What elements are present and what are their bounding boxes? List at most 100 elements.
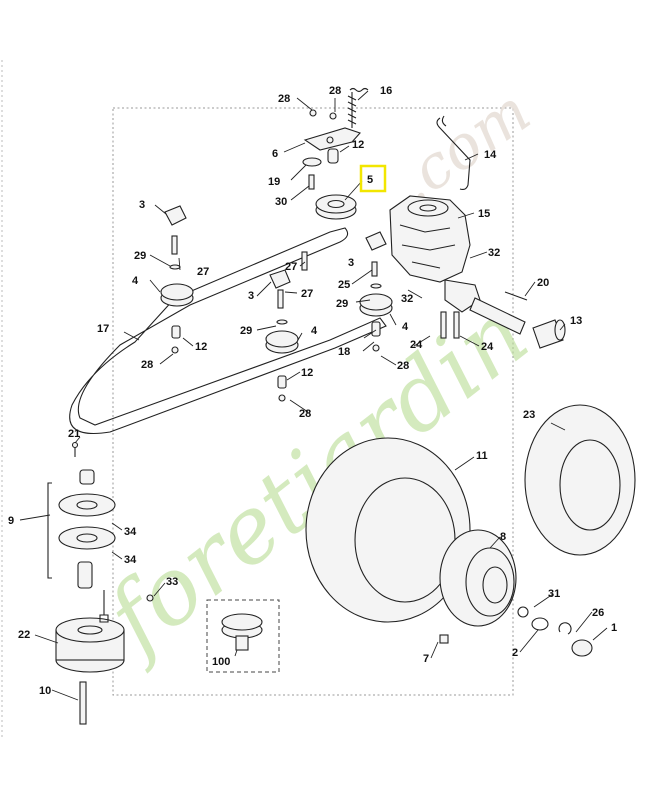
callout-33[interactable]: 33	[166, 576, 178, 588]
washer-part	[531, 617, 549, 631]
bolt-part	[171, 235, 178, 255]
callout-8[interactable]: 8	[500, 531, 506, 543]
bushing-part	[79, 469, 95, 485]
assembly-frame	[112, 107, 514, 696]
callout-20[interactable]: 20	[537, 277, 549, 289]
callout-30[interactable]: 30	[275, 196, 287, 208]
control-lever-tip	[441, 115, 447, 127]
axle-housing	[444, 279, 481, 313]
callout-32b[interactable]: 32	[401, 293, 413, 305]
callout-32a[interactable]: 32	[488, 247, 500, 259]
nut-part	[171, 346, 179, 354]
nut-part	[309, 109, 317, 117]
callout-25[interactable]: 25	[338, 279, 350, 291]
callout-27c[interactable]: 27	[301, 288, 313, 300]
drive-belts	[69, 227, 387, 434]
bolt-part	[301, 251, 308, 271]
callout-19[interactable]: 19	[268, 176, 280, 188]
spacer-part	[277, 375, 287, 389]
callout-15[interactable]: 15	[478, 208, 490, 220]
callout-24a[interactable]: 24	[410, 339, 423, 351]
callout-3b[interactable]: 3	[348, 257, 354, 269]
callout-27b[interactable]: 27	[285, 261, 297, 273]
rim-8	[439, 529, 517, 627]
callout-34b[interactable]: 34	[124, 554, 137, 566]
washer-part	[302, 157, 322, 167]
option-frame	[206, 599, 280, 673]
callout-27a[interactable]: 27	[197, 266, 209, 278]
spring-part	[347, 87, 369, 128]
callout-34a[interactable]: 34	[124, 526, 137, 538]
clip-part	[146, 594, 154, 602]
callout-5[interactable]: 5	[367, 174, 373, 186]
left-pulley-group	[160, 205, 194, 354]
watermark-suffix: .com	[383, 76, 543, 217]
callout-28d[interactable]: 28	[141, 359, 153, 371]
idler-pulley-hub	[327, 199, 345, 209]
callout-6[interactable]: 6	[272, 148, 278, 160]
pulley-part-top	[221, 613, 263, 631]
nut-part	[329, 112, 337, 120]
transmission-ribs	[399, 224, 456, 269]
callout-28e[interactable]: 28	[299, 408, 311, 420]
axle-shaft	[469, 297, 526, 335]
callout-3a[interactable]: 3	[139, 199, 145, 211]
idler-pulley-top	[315, 194, 357, 214]
callout-12b[interactable]: 12	[195, 341, 207, 353]
callout-11[interactable]: 11	[476, 450, 488, 462]
callout-26[interactable]: 26	[592, 607, 604, 619]
callout-2[interactable]: 2	[512, 647, 518, 659]
callout-22[interactable]: 22	[18, 629, 30, 641]
callout-4c[interactable]: 4	[402, 321, 409, 333]
tire-11	[305, 437, 471, 623]
callout-23[interactable]: 23	[523, 409, 535, 421]
callout-28a[interactable]: 28	[278, 93, 290, 105]
callout-12c[interactable]: 12	[301, 367, 313, 379]
bolt-part	[308, 174, 315, 190]
callout-31[interactable]: 31	[548, 588, 560, 600]
callout-3c[interactable]: 3	[248, 290, 254, 302]
callout-29b[interactable]: 29	[336, 298, 348, 310]
callout-16[interactable]: 16	[380, 85, 392, 97]
callout-24b[interactable]: 24	[481, 341, 494, 353]
callout-100[interactable]: 100	[212, 656, 230, 668]
middle-pulley-group	[265, 269, 299, 402]
pulley-part-top	[265, 330, 299, 348]
callout-18[interactable]: 18	[338, 346, 350, 358]
callout-10[interactable]: 10	[39, 685, 51, 697]
washer-part	[169, 264, 181, 270]
callout-1[interactable]: 1	[611, 622, 617, 634]
callout-4b[interactable]: 4	[311, 325, 318, 337]
callout-21[interactable]: 21	[68, 428, 80, 440]
pin-part	[504, 291, 528, 301]
callout-14[interactable]: 14	[484, 149, 497, 161]
callout-28b[interactable]: 28	[329, 85, 341, 97]
callout-28c[interactable]: 28	[397, 360, 409, 372]
pulley-part-top	[160, 283, 194, 301]
bolt-part	[79, 681, 87, 725]
highlight-box	[359, 164, 387, 193]
bolt-part	[371, 261, 378, 277]
group-bracket	[47, 482, 52, 579]
callout-4a[interactable]: 4	[132, 275, 139, 287]
belt-guide-part	[164, 205, 187, 226]
nut-part	[372, 344, 380, 352]
bolt-part	[277, 289, 284, 309]
callout-12a[interactable]: 12	[352, 139, 364, 151]
electric-clutch-top	[55, 617, 125, 643]
bolt-part	[440, 311, 447, 339]
callout-7[interactable]: 7	[423, 653, 429, 665]
callout-labels: 28 28 16 6 12 19 5 30 14 3 15 29 27 27 3…	[8, 85, 617, 697]
leader-line	[363, 329, 377, 339]
tire-23	[524, 404, 636, 556]
callout-29c[interactable]: 29	[240, 325, 252, 337]
screw-part	[71, 441, 79, 449]
washer-part	[370, 283, 382, 289]
bracket-hole	[326, 136, 334, 144]
callout-9[interactable]: 9	[8, 515, 14, 527]
callout-13[interactable]: 13	[570, 315, 582, 327]
callout-29a[interactable]: 29	[134, 250, 146, 262]
callout-17[interactable]: 17	[97, 323, 109, 335]
transmission	[389, 115, 566, 349]
